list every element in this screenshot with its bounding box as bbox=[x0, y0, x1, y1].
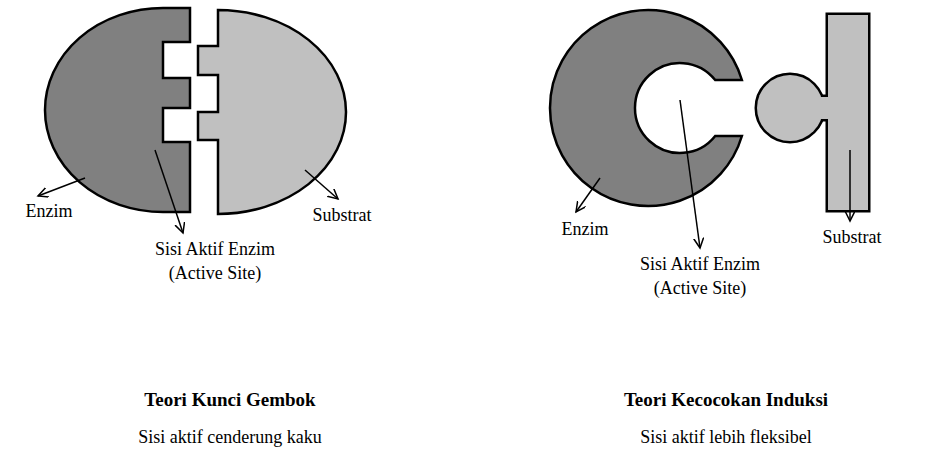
part-label: Substrat bbox=[292, 203, 392, 227]
part-label: Substrat bbox=[797, 225, 907, 249]
enzyme-shape bbox=[45, 8, 190, 212]
panel-title: Teori Kunci Gembok bbox=[20, 388, 440, 412]
substrate-shape bbox=[198, 10, 346, 214]
part-label: Sisi Aktif Enzim (Active Site) bbox=[130, 237, 300, 285]
substrate-fill bbox=[757, 15, 868, 210]
leader-arrows bbox=[38, 100, 850, 248]
enzyme-shape bbox=[550, 10, 742, 206]
panel-subtitle: Sisi aktif lebih fleksibel bbox=[516, 425, 936, 449]
part-label: Sisi Aktif Enzim (Active Site) bbox=[615, 252, 785, 300]
substrate-shape bbox=[757, 15, 868, 210]
part-label: Enzim bbox=[4, 199, 94, 223]
panel-title: Teori Kecocokan Induksi bbox=[516, 388, 936, 412]
panel-subtitle: Sisi aktif cenderung kaku bbox=[20, 425, 440, 449]
part-label: Enzim bbox=[540, 217, 630, 241]
